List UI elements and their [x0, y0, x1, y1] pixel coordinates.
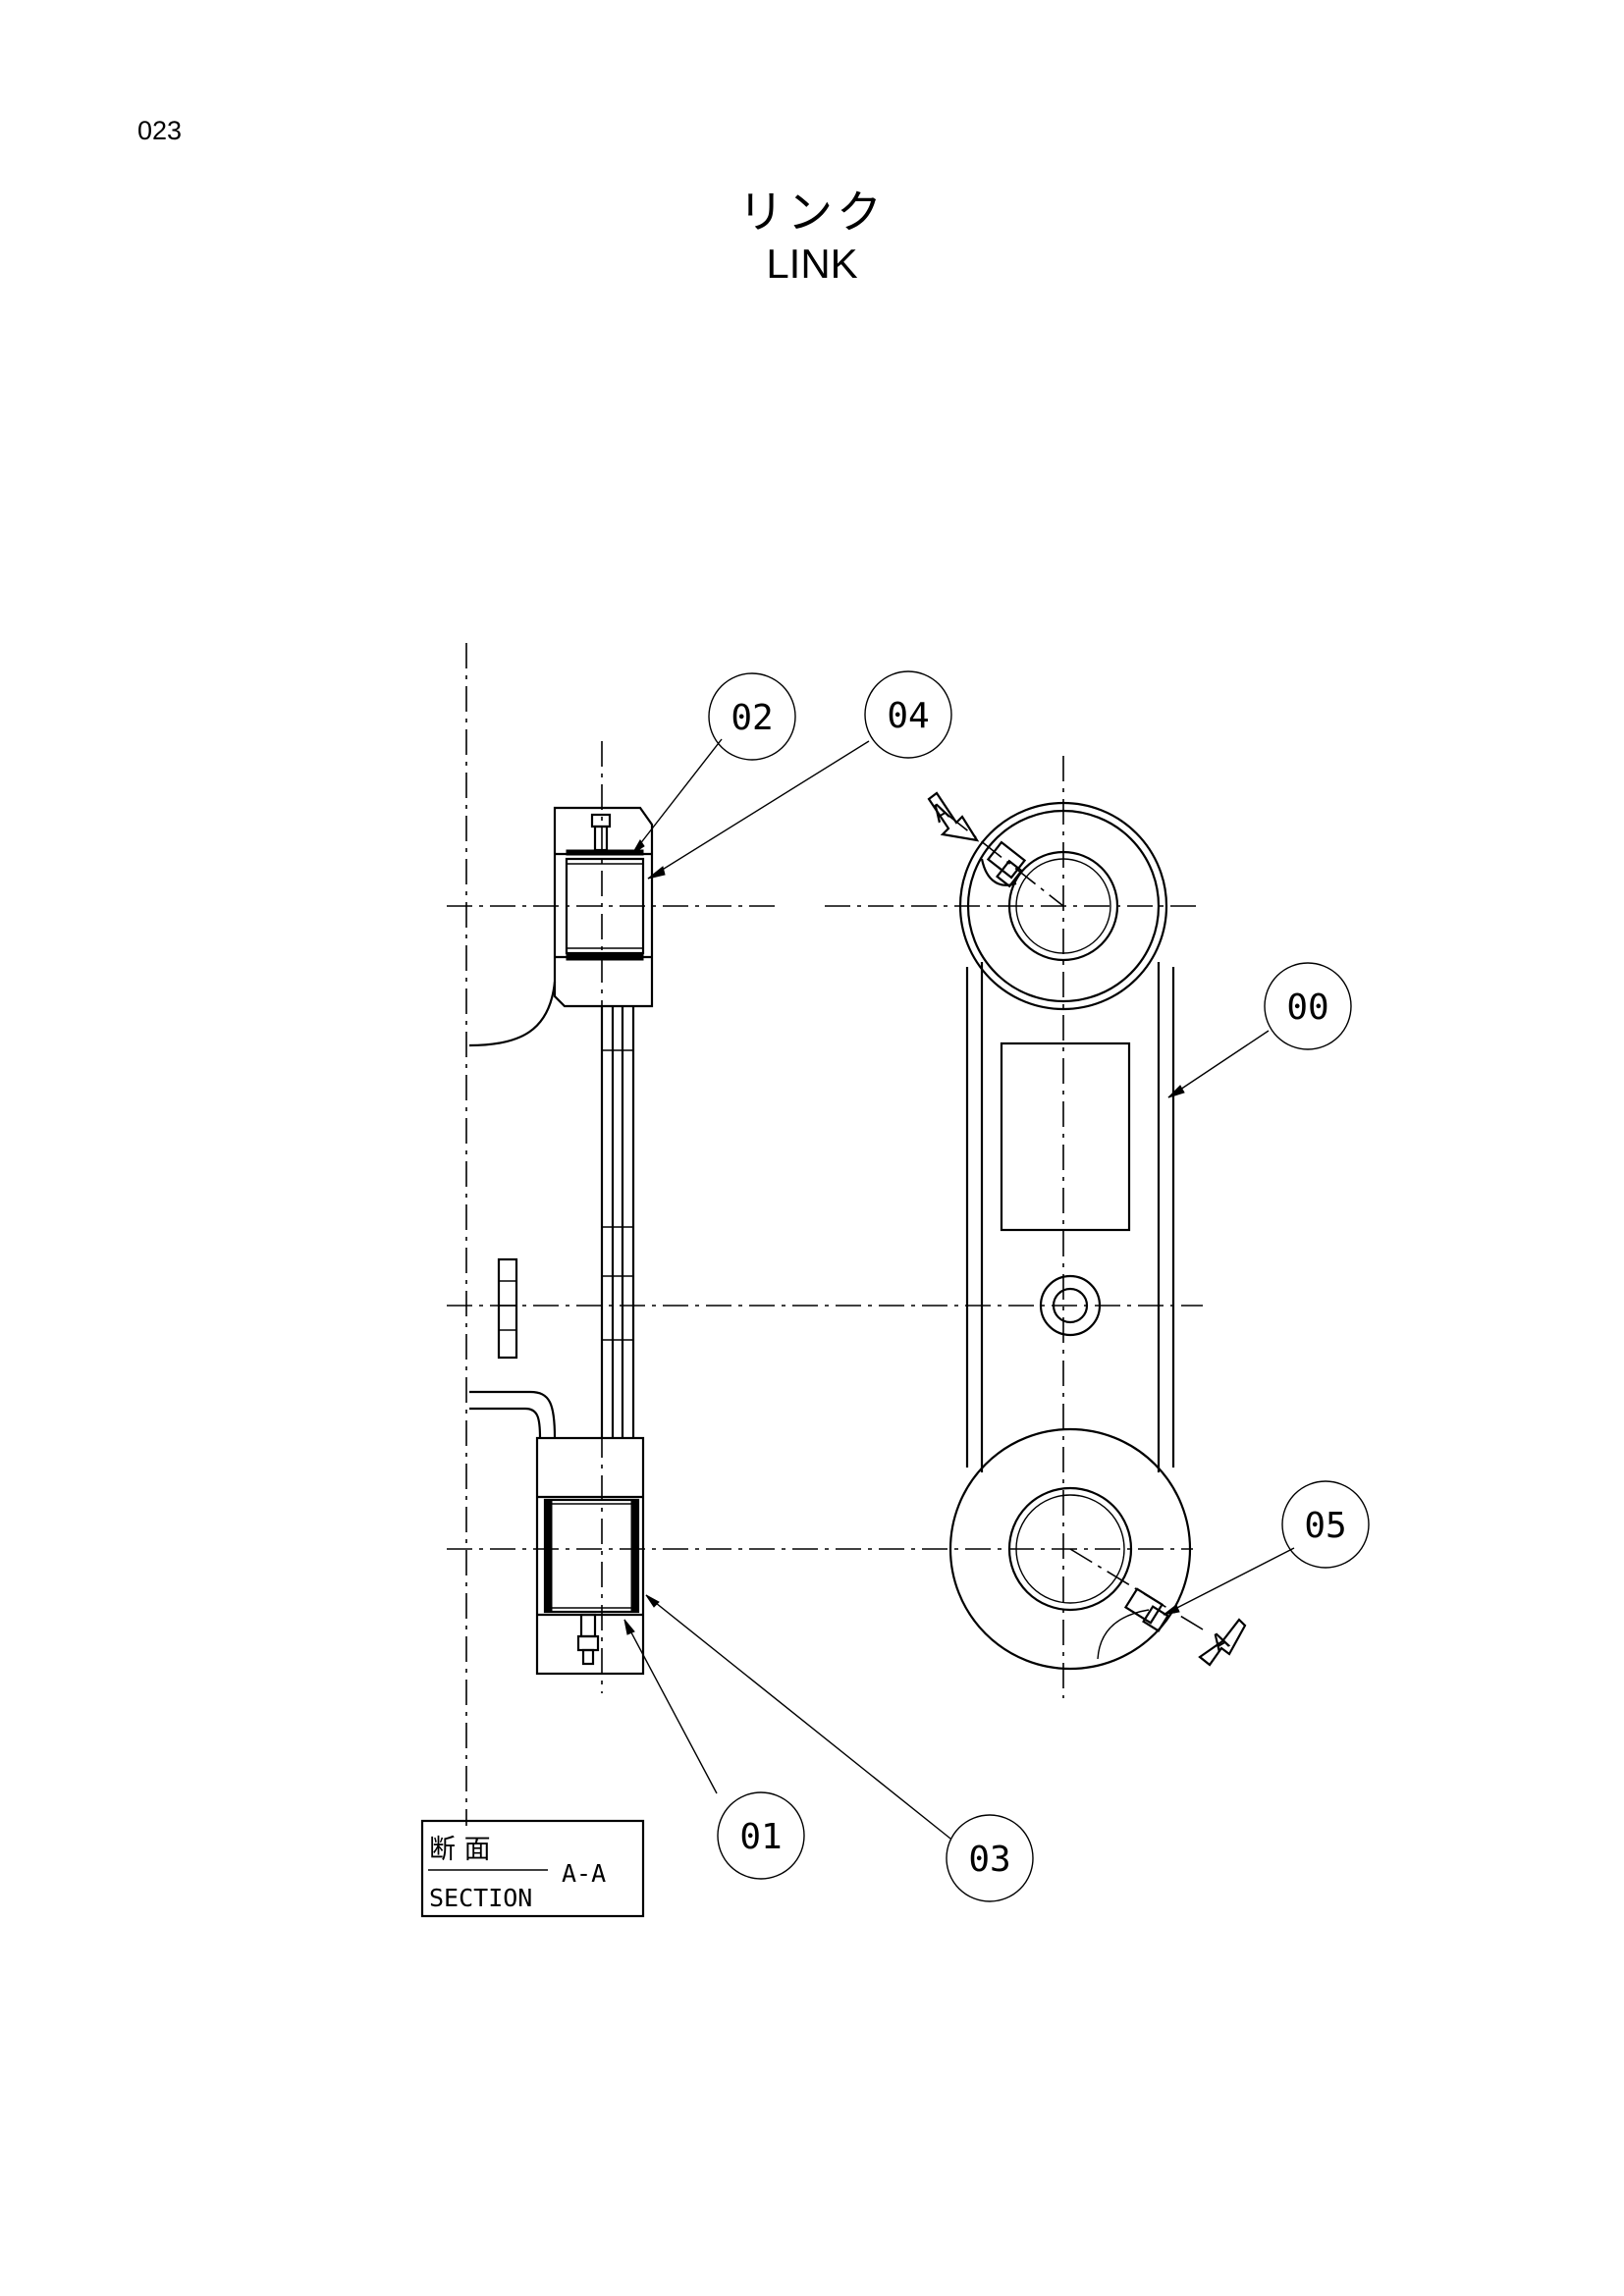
side-view	[825, 756, 1247, 1698]
callout-04-label: 04	[887, 696, 929, 736]
callout-01: 01	[717, 1791, 805, 1880]
bottom-boss-section	[535, 1436, 645, 1676]
top-boss-section	[468, 806, 654, 1047]
arm-strap	[600, 1006, 635, 1438]
center-boss	[1039, 1274, 1102, 1337]
callout-00-label: 00	[1286, 988, 1328, 1028]
callout-00: 00	[1264, 962, 1352, 1050]
callout-05-label: 05	[1304, 1506, 1346, 1546]
pipe-inner	[469, 1407, 542, 1439]
top-boss-outer	[958, 801, 1168, 1011]
section-view	[447, 643, 1203, 1826]
bottom-boss-outer	[948, 1427, 1192, 1671]
window-cutout	[1000, 1041, 1131, 1232]
grease-fitting-top	[980, 840, 1027, 888]
leader-01	[623, 1619, 718, 1794]
callout-04: 04	[864, 670, 952, 759]
title-english: LINK	[766, 240, 858, 287]
leader-00	[1167, 1030, 1270, 1098]
section-label-aa: A-A	[562, 1859, 606, 1888]
leader-04	[647, 740, 870, 880]
section-arrow-bottom	[1198, 1618, 1247, 1667]
small-block	[497, 1257, 518, 1360]
callout-03-label: 03	[968, 1840, 1010, 1880]
section-arrow-top	[927, 791, 980, 842]
section-line-top	[947, 814, 1064, 907]
pipe-outer	[469, 1390, 557, 1439]
leader-02	[631, 738, 723, 855]
callout-02: 02	[708, 672, 796, 761]
callout-01-label: 01	[739, 1817, 782, 1857]
callout-03: 03	[946, 1814, 1034, 1902]
grease-fitting-bottom	[1123, 1587, 1169, 1632]
leader-05	[1163, 1547, 1295, 1616]
leader-03	[645, 1594, 951, 1840]
section-label-japanese: 断 面	[429, 1835, 491, 1865]
callout-05: 05	[1281, 1480, 1370, 1569]
section-label-english: SECTION	[429, 1884, 532, 1912]
top-pin-bore	[1007, 850, 1119, 962]
section-label-box: 断 面 SECTION A-A	[420, 1819, 645, 1918]
page-number: 023	[137, 116, 183, 145]
callout-02-label: 02	[731, 698, 773, 738]
bottom-pin-bore	[1007, 1486, 1133, 1612]
title-japanese: リンク	[738, 186, 886, 239]
